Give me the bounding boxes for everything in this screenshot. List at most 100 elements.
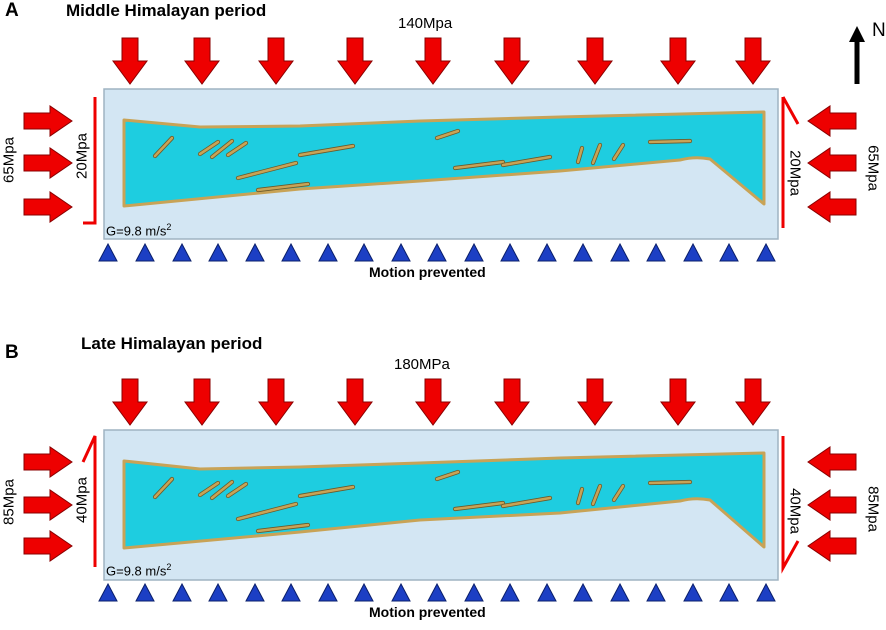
panel-a-top-arrow [660,37,696,85]
panel-b-support-triangle [756,582,776,602]
panel-b-fault [576,487,584,505]
panel-a-gravity-exponent: 2 [166,222,172,232]
panel-a-support-triangle [719,242,739,262]
panel-b-fault [256,523,310,533]
panel-a-fault [648,139,692,144]
panel-b-top-stress: 180MPa [394,356,450,373]
panel-b-support-triangle [135,582,155,602]
panel-b-support-triangle [354,582,374,602]
panel-a-right-shear: 20Mpa [786,150,804,196]
panel-a-fault [198,140,220,156]
panel-b-left-arrow [23,489,73,521]
panel-b-top-arrow [258,378,294,426]
panel-b-support-triangle [573,582,593,602]
panel-a-top-arrow [735,37,771,85]
panel-b-fault [501,496,552,508]
panel-a-fault [236,161,298,180]
panel-b-right-arrow [807,530,857,562]
panel-a-right-stress: 65Mpa [864,145,882,191]
panel-b-top-arrow [494,378,530,426]
panel-b-fault [591,484,602,506]
panel-b-support-triangle [318,582,338,602]
panel-a-fault [153,136,174,158]
panel-a-support-triangle [245,242,265,262]
panel-b-left-stress: 85Mpa [0,479,18,525]
panel-b-gravity-exponent: 2 [166,562,172,572]
panel-b-support-triangle [610,582,630,602]
panel-a-letter: A [5,0,19,21]
panel-a-support-triangle [537,242,557,262]
panel-b-left-shear-line [81,435,97,567]
panel-b-right-shear: 40Mpa [786,488,804,534]
north-arrow-head [849,26,865,42]
panel-a-left-shear-line [83,97,97,225]
panel-b-right-shear-line [781,436,800,574]
panel-b-fault [153,477,174,499]
panel-b-fault [435,470,460,481]
panel-b-letter: B [5,342,19,363]
panel-b-top-arrow [660,378,696,426]
panel-a-fault [612,143,625,161]
panel-a-top-arrow [494,37,530,85]
panel-a-top-arrow [577,37,613,85]
panel-b-support-triangle [208,582,228,602]
panel-b-rock-layer [122,451,766,550]
panel-a-fault [210,139,234,159]
panel-b-fault [210,480,234,500]
panel-b-fault [226,482,248,498]
panel-a-fault [453,160,505,170]
panel-a-fault [591,143,602,165]
panel-b-fault [236,502,298,521]
panel-a-right-arrow [807,191,857,223]
panel-a-fault [435,129,460,140]
panel-a-right-arrow [807,147,857,179]
panel-a-fault [256,182,310,192]
panel-b-support-triangle [464,582,484,602]
panel-a-support-triangle [573,242,593,262]
panel-b-title: Late Himalayan period [81,334,263,353]
panel-a-top-arrow [112,37,148,85]
panel-a-fault [501,155,552,167]
panel-b-support-triangle [391,582,411,602]
panel-a-boundary: Motion prevented [369,264,486,280]
panel-b-support-triangle [281,582,301,602]
panel-a-rock-layer [122,110,766,208]
panel-b-left-shear: 40Mpa [73,477,91,523]
panel-b-right-arrow [807,489,857,521]
panel-b-gravity-text: G=9.8 m/s [106,563,167,579]
panel-a-support-triangle [391,242,411,262]
panel-a-top-stress: 140Mpa [398,15,453,32]
panel-a-support-triangle [646,242,666,262]
panel-a-gravity-text: G=9.8 m/s [106,223,167,239]
panel-b-fault [453,501,505,511]
panel-b-support-triangle [500,582,520,602]
panel-a-fault [226,141,248,157]
panel-a-gravity: G=9.8 m/s2 [106,222,171,238]
panel-b-top-arrow [337,378,373,426]
panel-a-fault [576,146,584,164]
panel-a-fault [298,144,355,157]
panel-a-top-arrow [415,37,451,85]
panel-b-right-stress: 85Mpa [864,486,882,532]
panel-b-support-triangle [172,582,192,602]
panel-a-title: Middle Himalayan period [66,1,267,20]
panel-a-support-triangle [610,242,630,262]
panel-b-boundary: Motion prevented [369,604,486,620]
panel-a-right-arrow [807,105,857,137]
panel-a-left-stress: 65Mpa [0,137,18,183]
panel-b-support-triangle [537,582,557,602]
panel-a-support-triangle [427,242,447,262]
panel-b-top-arrow [112,378,148,426]
panel-a-left-arrow [23,105,73,137]
panel-b-right-arrow [807,446,857,478]
panel-a-support-triangle [281,242,301,262]
panel-a-support-triangle [172,242,192,262]
panel-b-top-arrow [577,378,613,426]
panel-b-fault [612,484,625,502]
panel-b-support-triangle [646,582,666,602]
panel-b-fault [198,481,220,497]
north-label: N [872,20,886,41]
panel-b-fault [298,485,355,498]
